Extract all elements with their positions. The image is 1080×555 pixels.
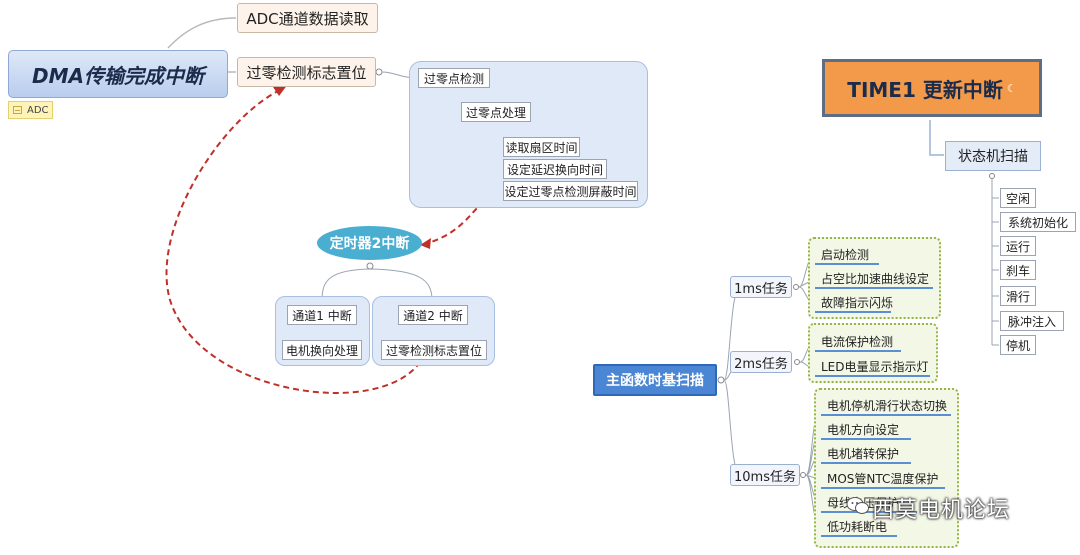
task-2ms-group [808, 323, 938, 383]
watermark-text: 西莫电机论坛 [872, 498, 1011, 523]
adc-note-tag[interactable]: ADC [8, 101, 53, 119]
state-coast[interactable]: 滑行 [1000, 286, 1036, 306]
state-stop[interactable]: 停机 [1000, 335, 1036, 355]
task-1ms-item-fault-blink[interactable]: 故障指示闪烁 [815, 293, 893, 313]
task-10ms-item-mos-ntc-protect[interactable]: MOS管NTC温度保护 [821, 469, 945, 489]
adc-note-label: ADC [27, 104, 49, 116]
dma-interrupt-root[interactable]: DMA传输完成中断 [8, 50, 228, 98]
moon-icon: ☾ [1006, 81, 1017, 95]
channel1-interrupt-node[interactable]: 通道1 中断 [287, 305, 357, 325]
task-2ms-node[interactable]: 2ms任务 [730, 351, 792, 373]
task-1ms-node[interactable]: 1ms任务 [730, 276, 792, 298]
set-delay-commutation-node[interactable]: 设定延迟换向时间 [503, 159, 607, 179]
task-10ms-item-stop-coast-switch[interactable]: 电机停机滑行状态切换 [821, 396, 951, 416]
timer2-interrupt-node[interactable]: 定时器2中断 [317, 226, 422, 260]
wechat-icon [846, 497, 869, 514]
task-1ms-item-start-detect[interactable]: 启动检测 [815, 245, 879, 265]
motor-commutation-node[interactable]: 电机换向处理 [282, 340, 362, 360]
task-10ms-item-stall-protect[interactable]: 电机堵转保护 [821, 444, 911, 464]
state-running[interactable]: 运行 [1000, 236, 1036, 256]
task-10ms-item-direction-set[interactable]: 电机方向设定 [821, 420, 911, 440]
main-timebase-scan-node[interactable]: 主函数时基扫描 [593, 364, 717, 396]
task-2ms-item-led-indicator[interactable]: LED电量显示指示灯 [815, 357, 930, 377]
state-pulse-injection[interactable]: 脉冲注入 [1000, 311, 1064, 331]
task-2ms-item-current-protect[interactable]: 电流保护检测 [815, 332, 901, 352]
zero-detect-node[interactable]: 过零点检测 [418, 68, 490, 88]
zero-process-node[interactable]: 过零点处理 [461, 102, 531, 122]
read-sector-time-node[interactable]: 读取扇区时间 [503, 137, 580, 157]
time1-update-interrupt-node[interactable]: TIME1 更新中断 ☾ [822, 59, 1042, 117]
zero-flag-set-ch2-node[interactable]: 过零检测标志置位 [381, 340, 487, 360]
state-system-init[interactable]: 系统初始化 [1000, 212, 1076, 232]
task-1ms-group [808, 237, 941, 319]
adc-channel-read-node[interactable]: ADC通道数据读取 [237, 3, 378, 33]
task-1ms-item-duty-curve[interactable]: 占空比加速曲线设定 [815, 269, 933, 289]
zero-flag-set-node[interactable]: 过零检测标志置位 [237, 57, 376, 87]
task-10ms-item-low-power-off[interactable]: 低功耗断电 [821, 517, 897, 537]
state-brake[interactable]: 刹车 [1000, 260, 1036, 280]
channel2-interrupt-node[interactable]: 通道2 中断 [398, 305, 468, 325]
set-zero-mask-time-node[interactable]: 设定过零点检测屏蔽时间 [503, 181, 638, 201]
task-10ms-node[interactable]: 10ms任务 [730, 464, 800, 486]
state-idle[interactable]: 空闲 [1000, 188, 1036, 208]
note-icon [13, 106, 22, 114]
time1-title: TIME1 更新中断 [847, 77, 1003, 102]
state-machine-scan-node[interactable]: 状态机扫描 [945, 141, 1041, 171]
